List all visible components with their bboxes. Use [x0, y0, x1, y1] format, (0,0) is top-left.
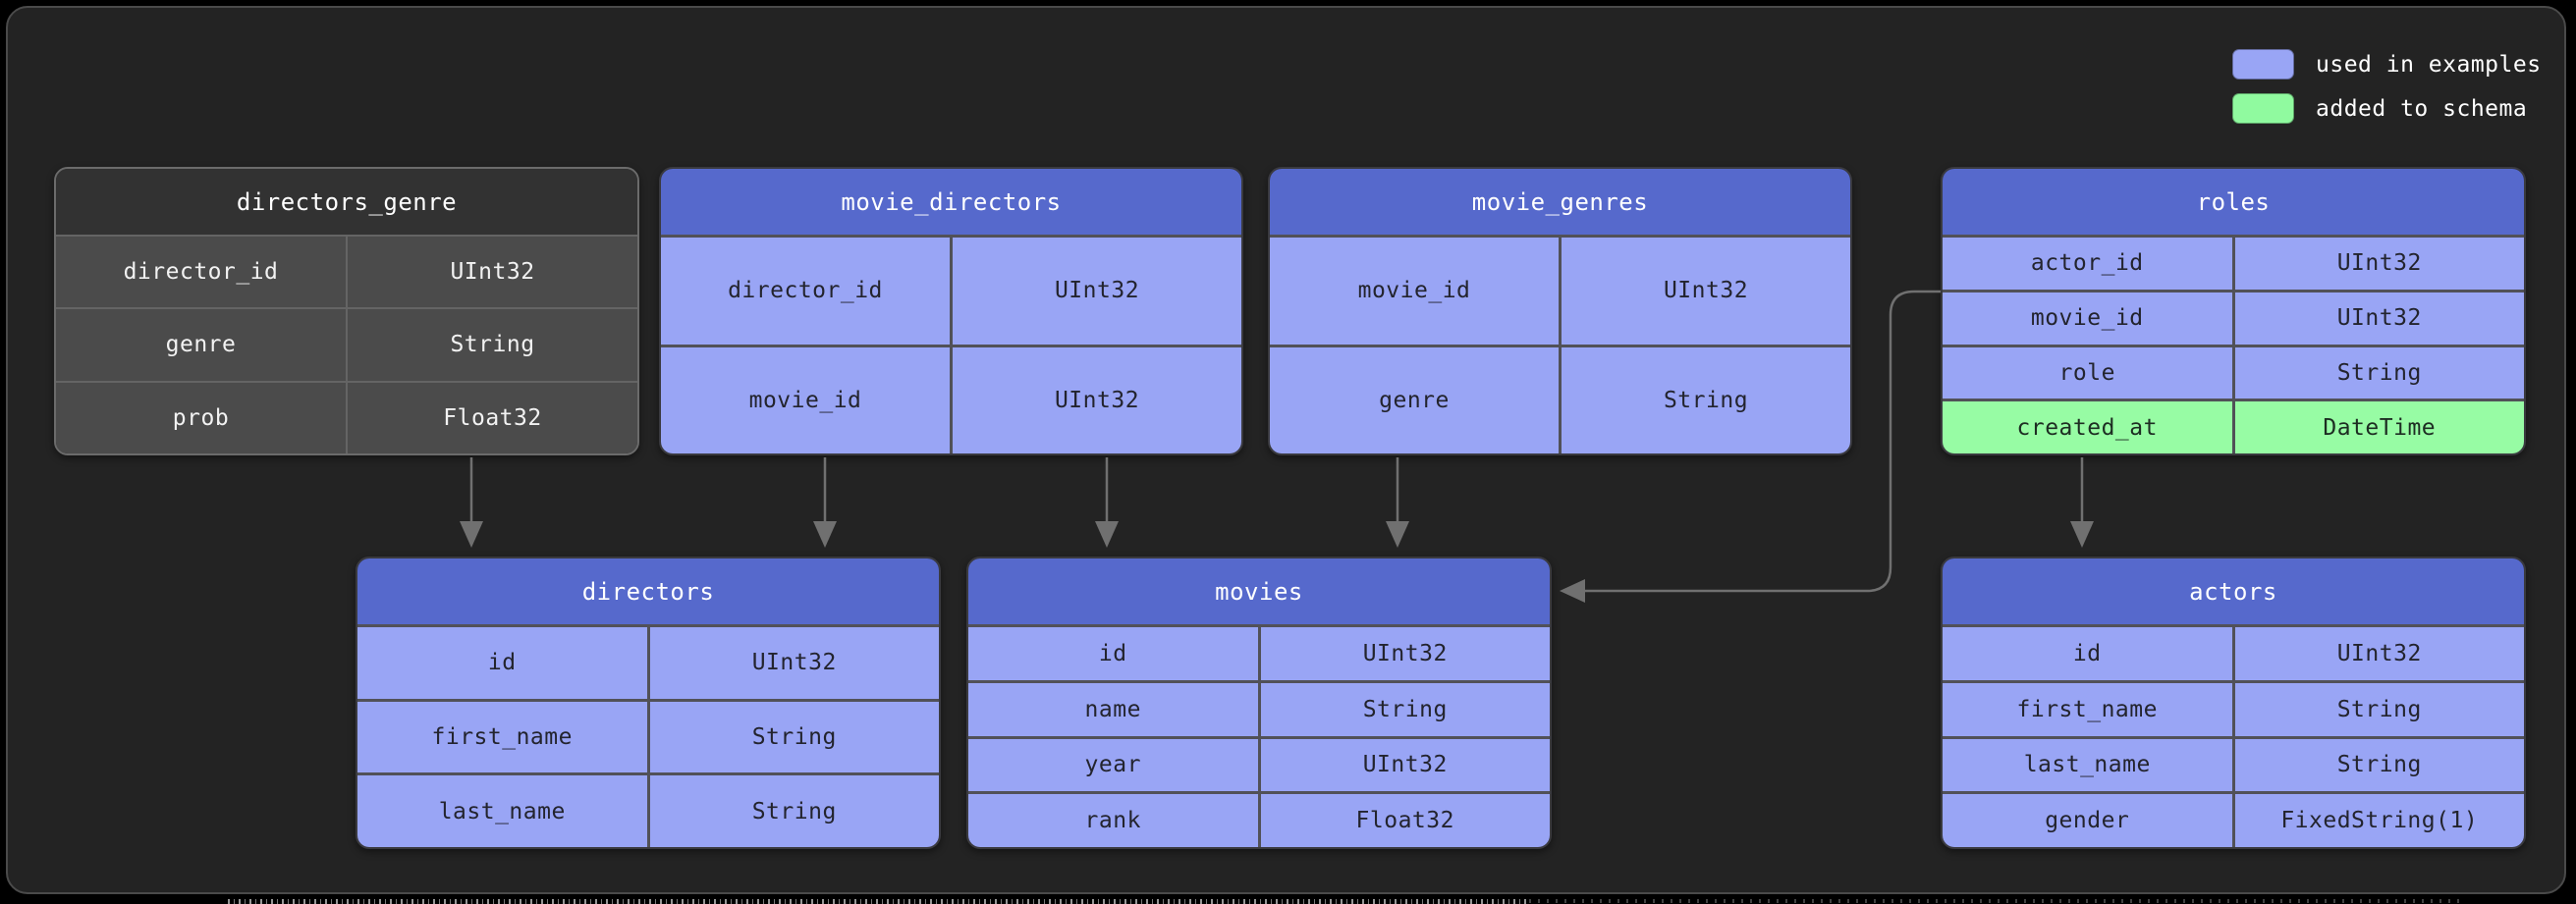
legend-label: added to schema: [2316, 95, 2528, 122]
column-type-cell: String: [1559, 346, 1850, 453]
column-name-cell: gender: [2045, 808, 2130, 834]
column-type-cell: String: [2231, 346, 2525, 399]
table-row: director_id UInt32: [661, 235, 1241, 345]
legend-item-used-in-examples: used in examples: [2232, 49, 2542, 80]
column-type-cell: DateTime: [2231, 401, 2525, 453]
column-name-cell: name: [1084, 696, 1141, 722]
column-name-cell: actor_id: [2030, 250, 2144, 277]
table-row: gender FixedString(1): [1943, 791, 2524, 847]
column-name-cell: director_id: [728, 278, 883, 304]
column-type-cell: UInt32: [2231, 292, 2525, 345]
column-name-cell: last_name: [438, 798, 566, 824]
table-title: directors_genre: [56, 169, 637, 235]
column-type-cell: UInt32: [950, 238, 1241, 345]
column-type-cell: UInt32: [950, 346, 1241, 453]
table-row: director_id UInt32: [56, 235, 637, 308]
column-type-cell: String: [646, 701, 940, 773]
column-name-cell: year: [1084, 752, 1141, 778]
legend: used in examples added to schema: [2232, 49, 2542, 137]
bottom-cutoff-content: [1529, 899, 2462, 903]
table-row: id UInt32: [1943, 624, 2524, 680]
column-type-cell: UInt32: [346, 237, 637, 308]
column-name-cell: role: [2058, 359, 2115, 386]
table-row: rank Float32: [968, 791, 1550, 847]
column-type-cell: UInt32: [1559, 238, 1850, 345]
column-type-cell: String: [646, 775, 940, 847]
column-name-cell: last_name: [2023, 752, 2151, 778]
table-row: movie_id UInt32: [661, 344, 1241, 453]
column-type-cell: String: [2231, 738, 2525, 792]
column-type-cell: UInt32: [1257, 738, 1551, 792]
table-title: directors: [357, 558, 939, 624]
table-row: movie_id UInt32: [1270, 235, 1850, 345]
table-row: first_name String: [357, 698, 940, 773]
column-name-cell: first_name: [431, 724, 573, 750]
column-name-cell: first_name: [2016, 696, 2158, 722]
column-type-cell: UInt32: [646, 627, 940, 699]
column-name-cell: genre: [1379, 387, 1450, 413]
column-name-cell: movie_id: [748, 387, 862, 413]
column-type-cell: Float32: [1257, 794, 1551, 847]
table-directors: directors id UInt32 first_name String la…: [356, 557, 941, 849]
column-type-cell: Float32: [346, 382, 637, 453]
table-title: movie_directors: [661, 169, 1241, 235]
table-title: movie_genres: [1270, 169, 1850, 235]
column-name-cell: movie_id: [1357, 278, 1471, 304]
column-name-cell: created_at: [2016, 414, 2158, 441]
table-row: last_name String: [1943, 735, 2525, 792]
table-row: prob Float32: [56, 380, 637, 453]
column-name-cell: movie_id: [2030, 305, 2144, 332]
table-row-added-to-schema: created_at DateTime: [1943, 399, 2524, 453]
table-row: role String: [1943, 344, 2525, 399]
table-row: id UInt32: [968, 624, 1550, 680]
legend-label: used in examples: [2316, 51, 2542, 78]
column-type-cell: FixedString(1): [2231, 794, 2525, 847]
table-directors_genre: directors_genre director_id UInt32 genre…: [54, 167, 639, 455]
legend-swatch-blue: [2232, 49, 2294, 80]
table-row: actor_id UInt32: [1943, 235, 2524, 290]
column-name-cell: director_id: [123, 259, 279, 286]
column-type-cell: String: [2231, 682, 2525, 736]
legend-swatch-green: [2232, 93, 2294, 124]
table-movies: movies id UInt32 name String year UInt32…: [966, 557, 1552, 849]
table-row: genre String: [56, 307, 637, 381]
table-row: year UInt32: [968, 735, 1551, 792]
table-row: movie_id UInt32: [1943, 289, 2525, 345]
column-name-cell: id: [487, 650, 517, 676]
column-name-cell: id: [1098, 640, 1127, 666]
table-row: genre String: [1270, 344, 1850, 453]
table-roles: roles actor_id UInt32 movie_id UInt32 ro…: [1941, 167, 2526, 455]
table-movie_genres: movie_genres movie_id UInt32 genre Strin…: [1268, 167, 1852, 455]
column-type-cell: String: [1257, 682, 1551, 736]
column-name-cell: genre: [165, 332, 237, 358]
column-name-cell: id: [2072, 640, 2102, 666]
column-type-cell: UInt32: [2231, 627, 2525, 680]
column-type-cell: UInt32: [2231, 238, 2525, 290]
table-row: id UInt32: [357, 624, 939, 699]
column-name-cell: prob: [172, 404, 230, 431]
table-title: roles: [1943, 169, 2524, 235]
bottom-cutoff-content: [228, 899, 1529, 904]
table-title: actors: [1943, 558, 2524, 624]
table-row: last_name String: [357, 772, 939, 847]
column-name-cell: rank: [1084, 808, 1141, 834]
table-row: name String: [968, 679, 1551, 736]
table-movie_directors: movie_directors director_id UInt32 movie…: [659, 167, 1243, 455]
legend-item-added-to-schema: added to schema: [2232, 93, 2542, 124]
table-row: first_name String: [1943, 679, 2525, 736]
table-actors: actors id UInt32 first_name String last_…: [1941, 557, 2526, 849]
table-title: movies: [968, 558, 1550, 624]
column-type-cell: UInt32: [1257, 627, 1551, 680]
column-type-cell: String: [346, 309, 637, 381]
